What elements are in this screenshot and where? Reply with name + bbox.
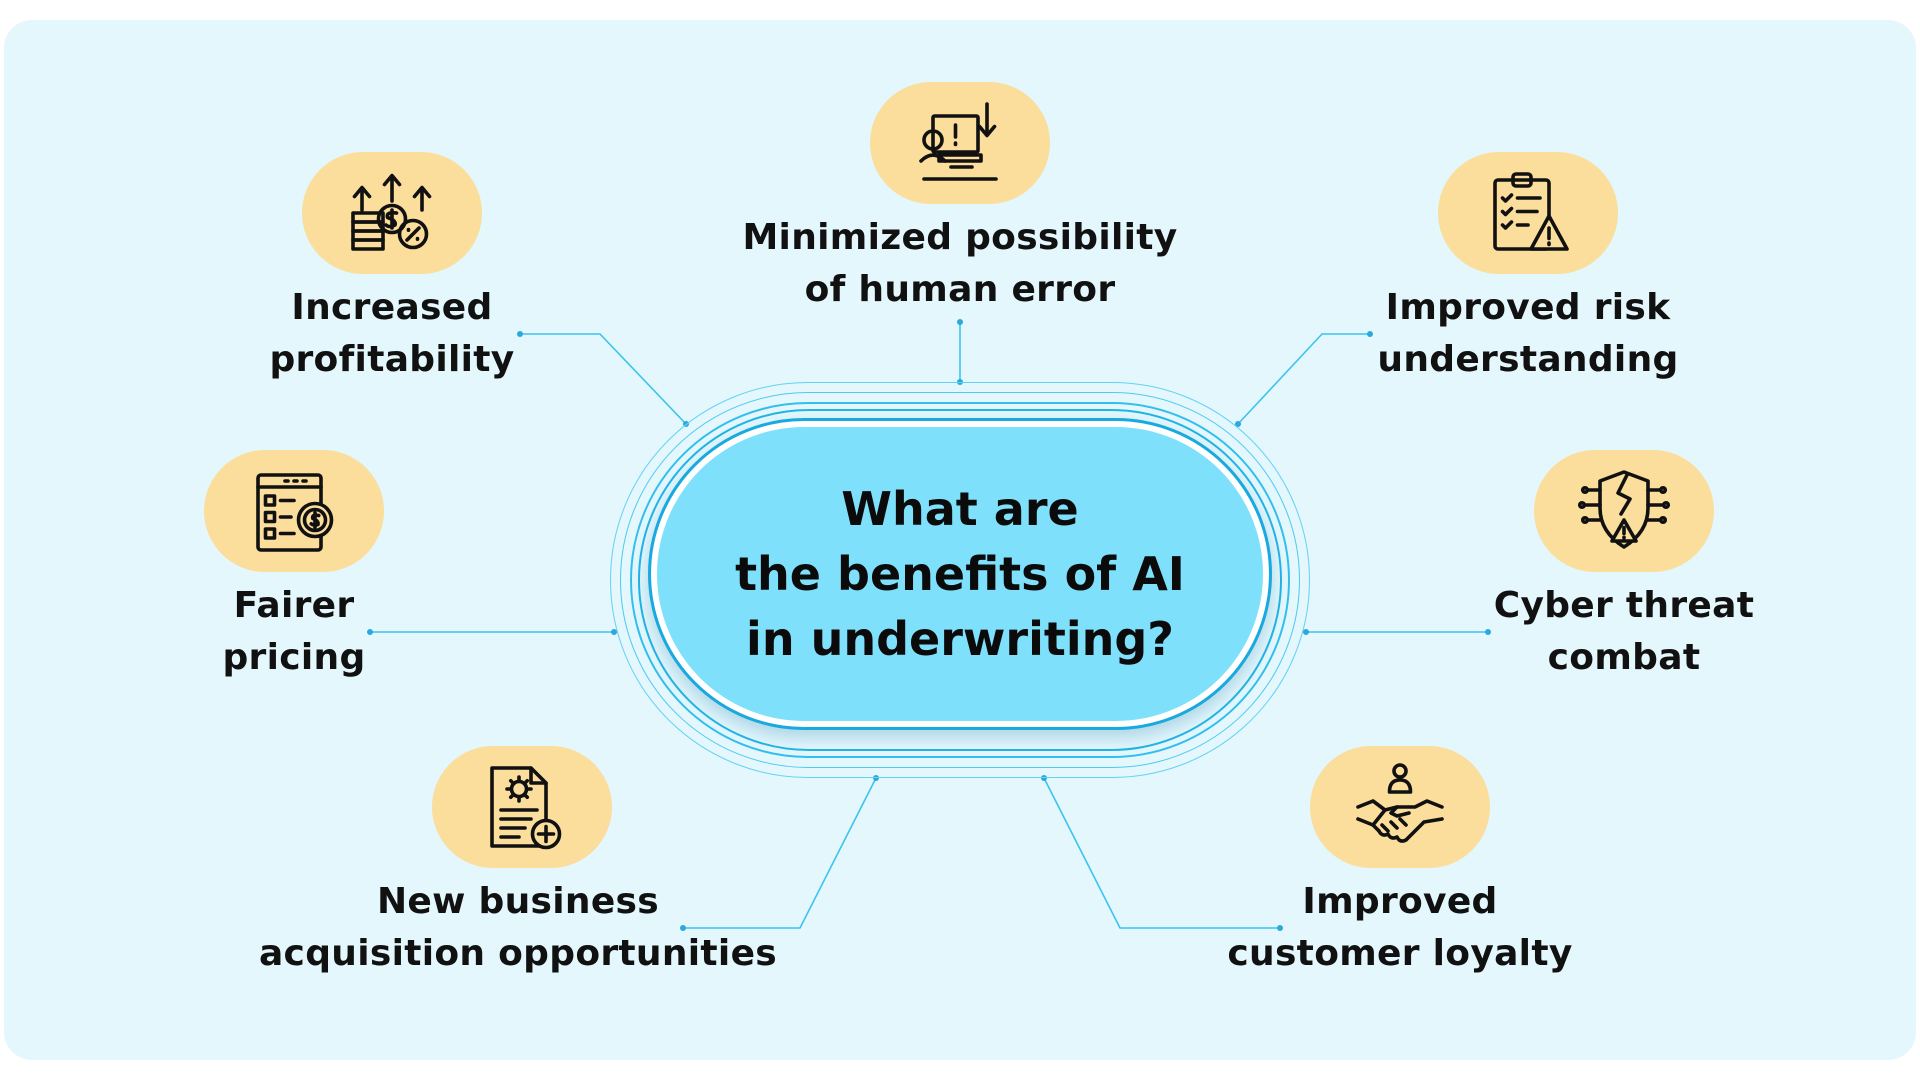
label-loyalty-line-1: Improved [1302, 881, 1498, 922]
badge-new-business [432, 746, 612, 868]
badge-risk [1438, 152, 1618, 274]
handshake-icon [1356, 763, 1444, 843]
badge-pricing [204, 450, 384, 572]
cyber-shield-icon [1577, 470, 1671, 549]
document-add-icon [490, 766, 562, 850]
label-risk-line-1: Improved risk [1385, 287, 1671, 328]
label-human-error-line-2: of human error [804, 269, 1116, 310]
label-human-error-line-1: Minimized possibility [742, 217, 1178, 258]
badge-cyber [1534, 450, 1714, 572]
badge-human-error [870, 82, 1050, 204]
label-profitability-line-1: Increased [291, 287, 493, 328]
center-question: What are the benefits of AI in underwrit… [648, 418, 1272, 730]
center-line-1: What are [841, 481, 1079, 536]
label-loyalty: Improved customer loyalty [1200, 876, 1600, 980]
label-new-business-line-2: acquisition opportunities [258, 933, 778, 974]
label-new-business: New business acquisition opportunities [232, 876, 804, 980]
badge-loyalty [1310, 746, 1490, 868]
center-pill [648, 418, 1272, 730]
label-profitability-line-2: profitability [269, 339, 515, 380]
label-new-business-line-1: New business [376, 881, 659, 922]
label-human-error: Minimized possibility of human error [660, 212, 1260, 316]
label-pricing: Fairer pricing [164, 580, 424, 684]
label-profitability: Increased profitability [222, 282, 562, 386]
connector-profitability [520, 333, 687, 425]
connector-new-business [683, 777, 877, 929]
label-cyber-line-2: combat [1547, 637, 1701, 678]
center-ring-4 [638, 409, 1282, 751]
label-pricing-line-2: pricing [222, 637, 366, 678]
center-ring-outer [610, 382, 1310, 778]
money-growth-icon [351, 173, 432, 251]
label-risk-line-2: understanding [1377, 339, 1679, 380]
label-cyber-line-1: Cyber threat [1493, 585, 1755, 626]
label-loyalty-line-2: customer loyalty [1227, 933, 1573, 974]
center-line-2: the benefits of AI [735, 546, 1185, 601]
center-ring-2 [620, 392, 1300, 768]
price-list-icon [256, 473, 334, 552]
computer-error-icon [919, 102, 998, 181]
center-ring-3 [630, 402, 1290, 758]
label-cyber: Cyber threat combat [1464, 580, 1784, 684]
label-risk: Improved risk understanding [1348, 282, 1708, 386]
label-pricing-line-1: Fairer [233, 585, 355, 626]
center-line-3: in underwriting? [746, 611, 1174, 666]
clipboard-warning-icon [1493, 172, 1569, 251]
badge-profitability [302, 152, 482, 274]
connector-risk [1237, 333, 1370, 425]
connector-loyalty [1043, 777, 1280, 929]
